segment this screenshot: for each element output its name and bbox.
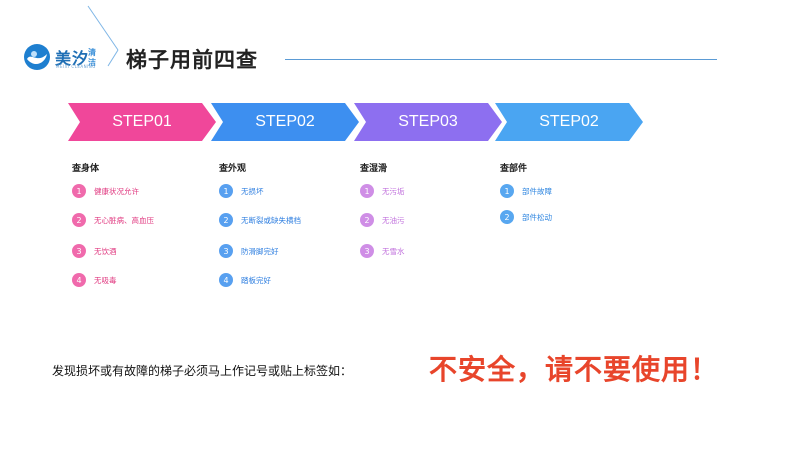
list-item: 2 无油污 bbox=[360, 213, 405, 227]
list-item: 1 部件故障 bbox=[500, 184, 552, 198]
number-badge: 1 bbox=[72, 184, 86, 198]
step-label: STEP02 bbox=[255, 113, 315, 130]
list-item: 2 无心脏病、高血压 bbox=[72, 213, 154, 227]
number-badge: 3 bbox=[360, 244, 374, 258]
item-text: 无损坏 bbox=[241, 186, 264, 196]
list-item: 1 健康状况允许 bbox=[72, 184, 139, 198]
number-badge: 3 bbox=[72, 244, 86, 258]
item-text: 无油污 bbox=[382, 215, 405, 225]
list-item: 3 无雪水 bbox=[360, 244, 405, 258]
column-heading-body: 查身体 bbox=[72, 164, 100, 174]
item-text: 部件故障 bbox=[522, 186, 552, 196]
step-label: STEP03 bbox=[398, 113, 458, 130]
number-badge: 1 bbox=[500, 184, 514, 198]
item-text: 无心脏病、高血压 bbox=[94, 215, 154, 225]
brand-tag: 清洁 bbox=[88, 48, 96, 67]
list-item: 1 无损坏 bbox=[219, 184, 264, 198]
item-text: 防滑脚完好 bbox=[241, 246, 279, 256]
item-text: 无断裂或缺失横档 bbox=[241, 215, 301, 225]
list-item: 3 无饮酒 bbox=[72, 244, 117, 258]
brand-subtitle: MEIXI CLEANING bbox=[56, 64, 96, 69]
page-title: 梯子用前四查 bbox=[126, 48, 258, 72]
logo-icon bbox=[22, 42, 52, 72]
number-badge: 2 bbox=[360, 213, 374, 227]
item-text: 无雪水 bbox=[382, 246, 405, 256]
item-text: 无饮酒 bbox=[94, 246, 117, 256]
number-badge: 2 bbox=[72, 213, 86, 227]
column-heading-slippery: 查湿滑 bbox=[360, 164, 388, 174]
number-badge: 4 bbox=[72, 273, 86, 287]
list-item: 3 防滑脚完好 bbox=[219, 244, 279, 258]
notice-text: 发现损坏或有故障的梯子必须马上作记号或贴上标签如： bbox=[52, 364, 353, 378]
decorative-lines bbox=[87, 5, 119, 67]
step-arrow-3: STEP03 bbox=[354, 103, 502, 141]
item-text: 部件松动 bbox=[522, 212, 552, 222]
list-item: 2 无断裂或缺失横档 bbox=[219, 213, 301, 227]
step-arrow-1: STEP01 bbox=[68, 103, 216, 141]
step-label: STEP02 bbox=[539, 113, 599, 130]
item-text: 无吸毒 bbox=[94, 275, 117, 285]
number-badge: 3 bbox=[219, 244, 233, 258]
step-arrow-2: STEP02 bbox=[211, 103, 359, 141]
number-badge: 2 bbox=[500, 210, 514, 224]
brand-name: 美汐 bbox=[55, 49, 90, 68]
item-text: 健康状况允许 bbox=[94, 186, 139, 196]
list-item: 1 无污垢 bbox=[360, 184, 405, 198]
step-arrow-4: STEP02 bbox=[495, 103, 643, 141]
item-text: 无污垢 bbox=[382, 186, 405, 196]
list-item: 2 部件松动 bbox=[500, 210, 552, 224]
number-badge: 1 bbox=[360, 184, 374, 198]
number-badge: 2 bbox=[219, 213, 233, 227]
warning-text: 不安全，请不要使用！ bbox=[429, 353, 720, 386]
column-heading-parts: 查部件 bbox=[500, 164, 528, 174]
item-text: 踏板完好 bbox=[241, 275, 271, 285]
title-divider bbox=[285, 59, 717, 60]
step-label: STEP01 bbox=[112, 113, 172, 130]
number-badge: 4 bbox=[219, 273, 233, 287]
number-badge: 1 bbox=[219, 184, 233, 198]
column-heading-appearance: 查外观 bbox=[219, 164, 247, 174]
list-item: 4 无吸毒 bbox=[72, 273, 117, 287]
list-item: 4 踏板完好 bbox=[219, 273, 271, 287]
